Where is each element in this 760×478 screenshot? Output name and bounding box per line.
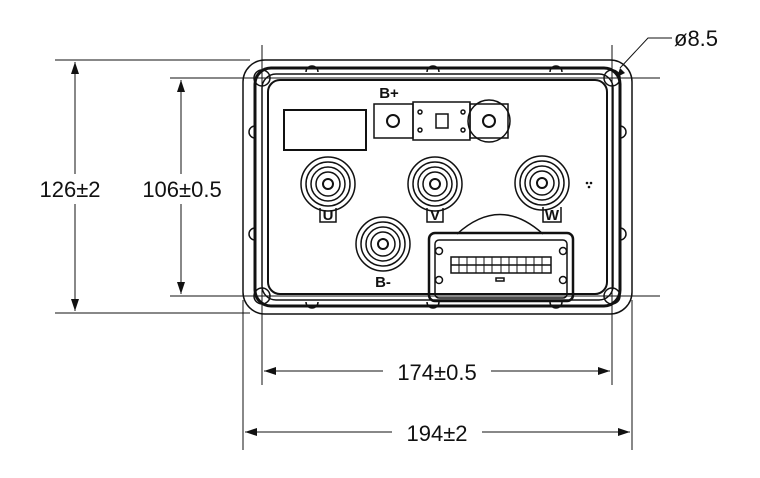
b-minus-terminal — [355, 216, 411, 272]
b-plus-label: B+ — [379, 85, 399, 102]
width-holes-dimension: 174±0.5 — [397, 360, 476, 385]
u-label: U — [323, 207, 334, 224]
b-plus-terminal — [373, 99, 511, 143]
extension-lines — [55, 45, 660, 450]
height-outer-dimension: 126±2 — [39, 177, 100, 202]
w-label: W — [545, 207, 560, 224]
label-plate — [283, 109, 367, 151]
v-terminal — [407, 156, 463, 223]
b-minus-label: B- — [375, 274, 391, 291]
v-label: V — [430, 207, 440, 224]
width-outer-dimension: 194±2 — [406, 421, 467, 446]
fuse — [412, 101, 471, 141]
mounting-holes — [253, 69, 621, 305]
u-terminal — [300, 156, 356, 223]
w-terminal — [514, 155, 570, 223]
hole-leader-line — [619, 37, 672, 69]
signal-connector — [427, 213, 575, 303]
height-holes-dimension: 106±0.5 — [142, 177, 221, 202]
hole-diameter-dimension: ø8.5 — [674, 26, 718, 51]
controller-housing — [242, 59, 633, 315]
indicator-dots — [585, 181, 593, 189]
